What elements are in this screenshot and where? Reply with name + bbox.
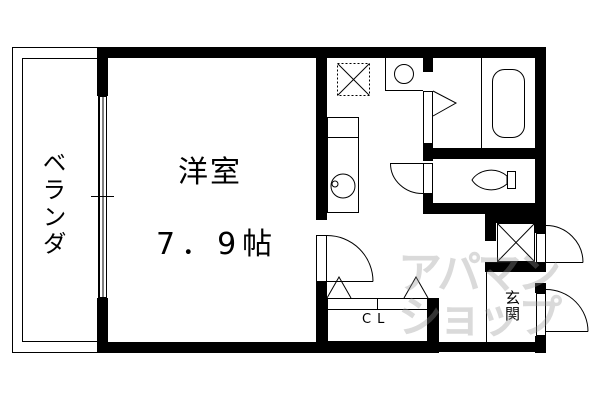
room-size-western: 7．9帖 — [156, 227, 279, 262]
room-name-western: 洋室 — [178, 155, 242, 190]
room-door — [316, 235, 374, 282]
shoe-cabinet — [497, 223, 535, 262]
balcony-area — [12, 47, 99, 353]
balcony-window — [91, 96, 114, 298]
walls — [97, 47, 546, 353]
closet-label: CL — [362, 312, 391, 327]
watermark-logo: アパマンショップ — [398, 248, 562, 343]
bathtub — [481, 58, 525, 148]
entrance-doors — [536, 225, 589, 336]
toilet-door — [389, 163, 433, 195]
toilet — [471, 169, 516, 191]
balcony-label: ベランダ — [38, 150, 66, 258]
kitchen-counter — [327, 117, 359, 213]
washing-machine-space — [337, 63, 370, 96]
closet — [326, 275, 429, 342]
entrance-label: 玄関 — [503, 290, 521, 322]
wash-basin — [385, 58, 423, 91]
bathroom-door — [423, 90, 458, 144]
